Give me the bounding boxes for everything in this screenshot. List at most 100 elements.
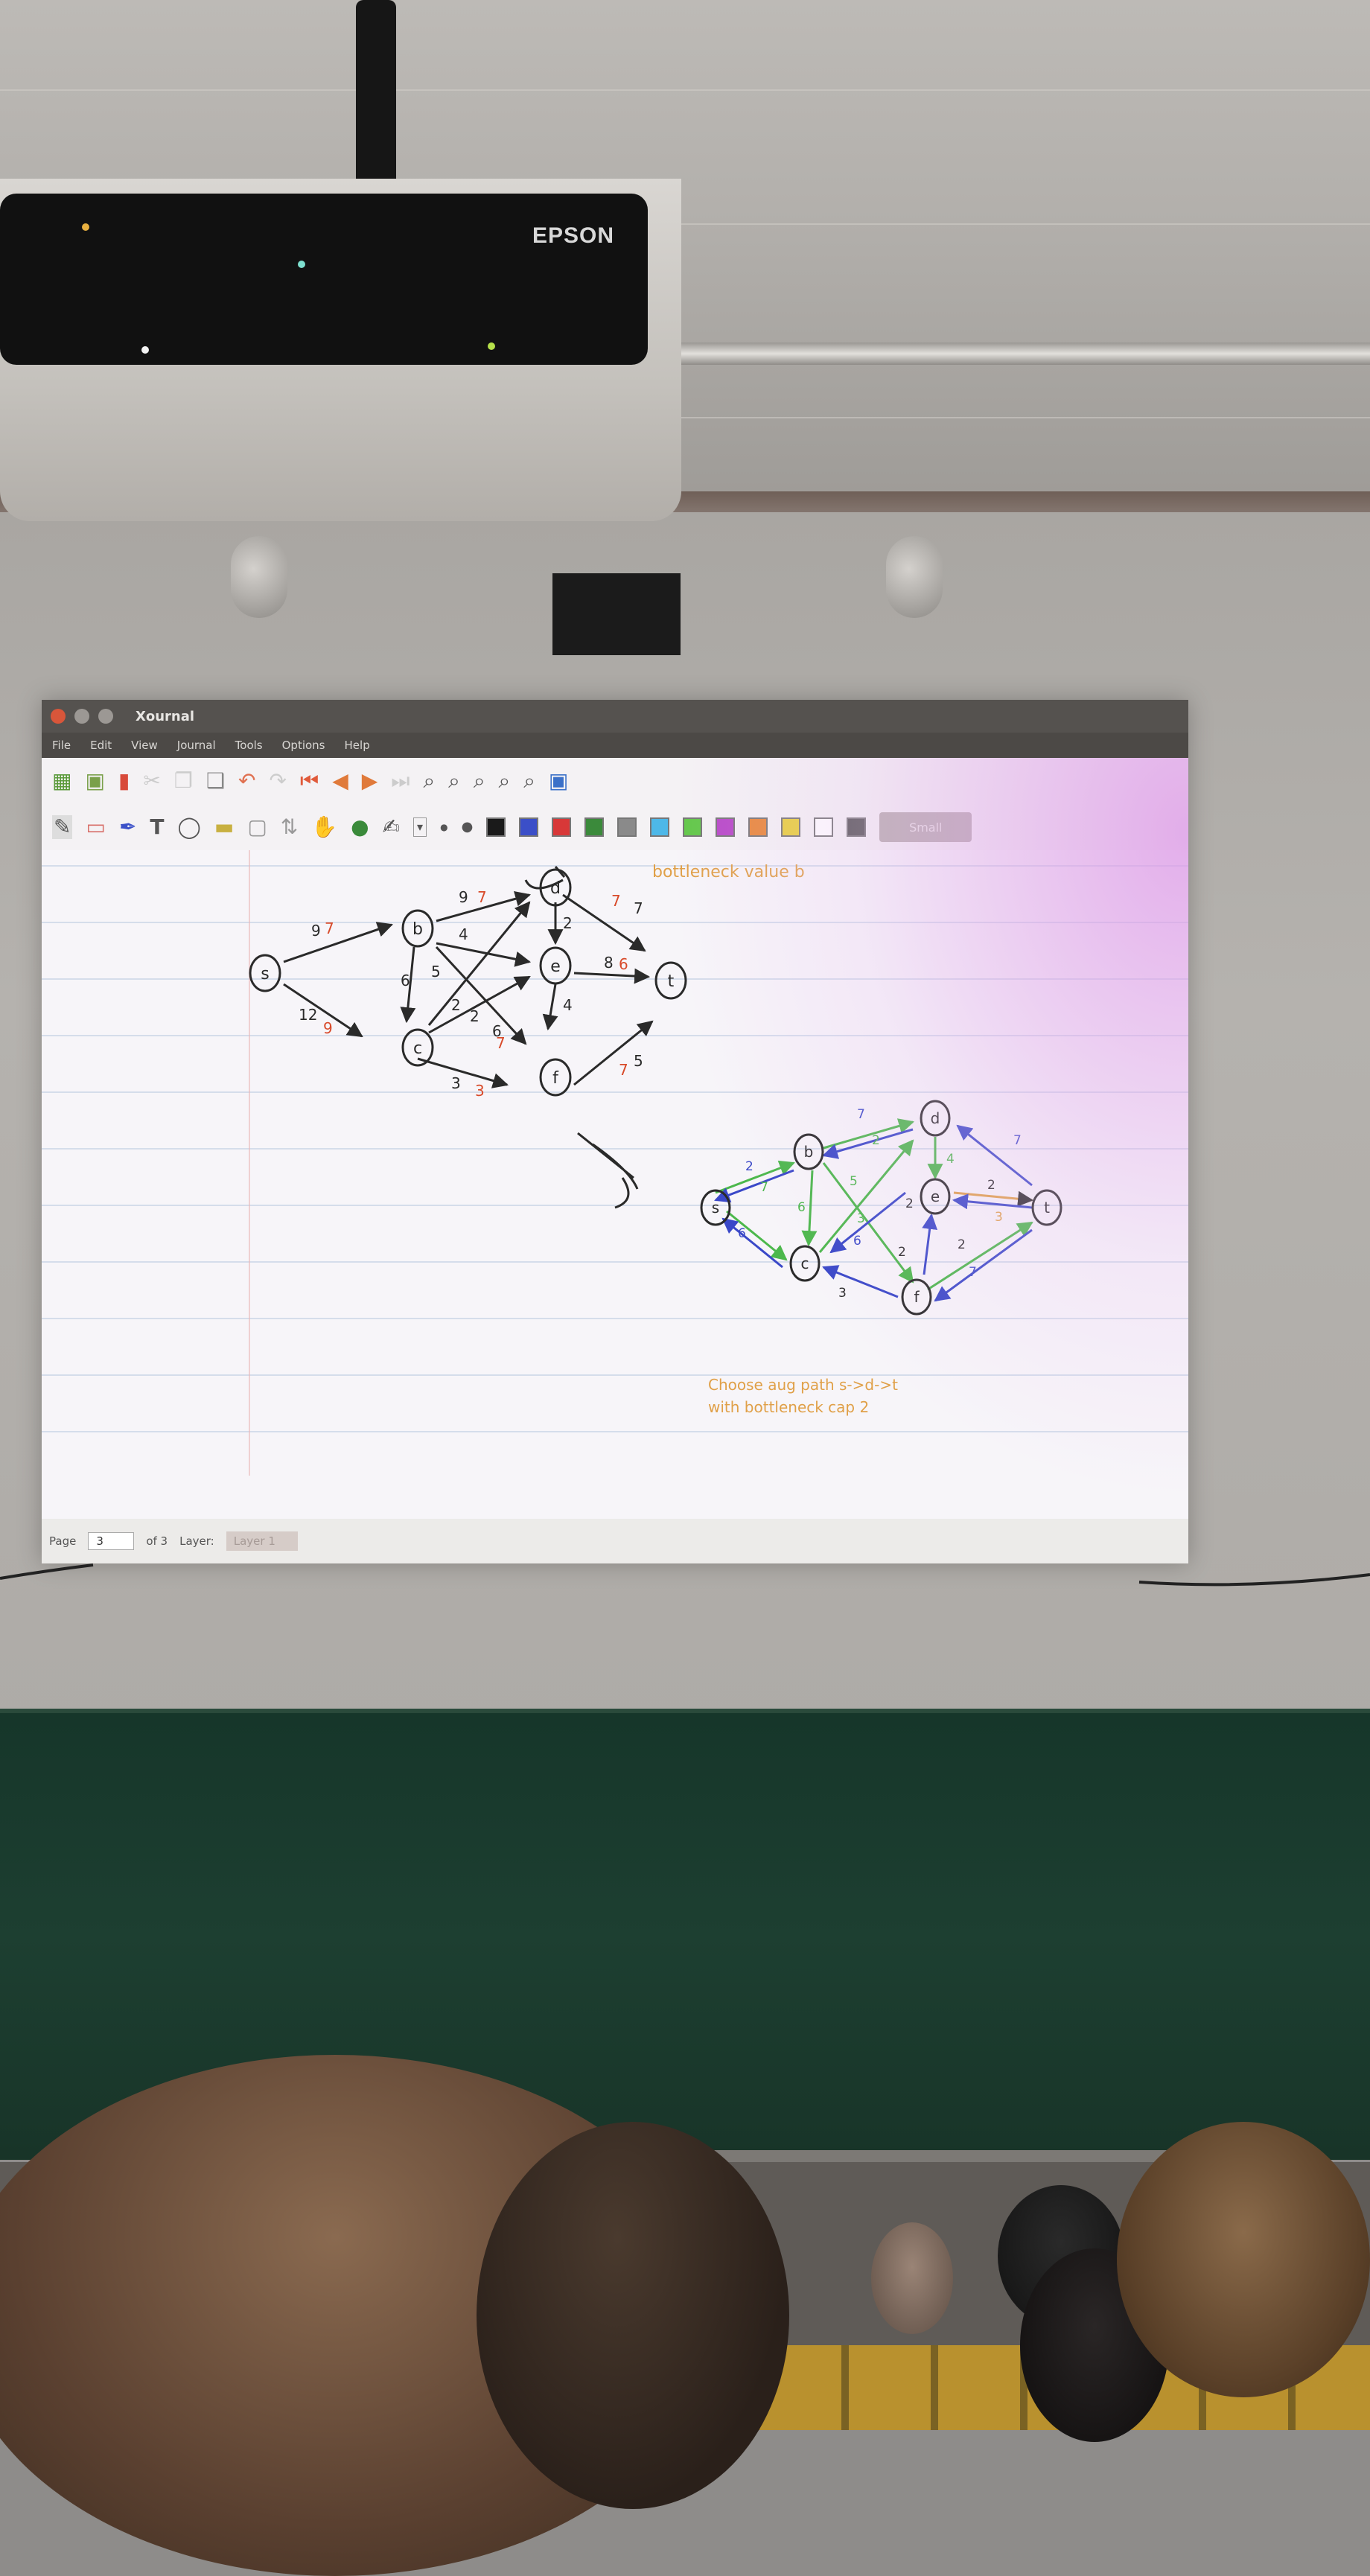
last-page-icon[interactable]: ⏭ xyxy=(391,768,410,793)
svg-text:5: 5 xyxy=(850,1174,858,1189)
paste-icon[interactable]: ❑ xyxy=(206,768,226,793)
color-swatch-blue[interactable] xyxy=(519,817,539,837)
svg-text:2: 2 xyxy=(470,1007,480,1025)
journal-page[interactable]: bottleneck value b xyxy=(42,850,1188,1476)
hand-tool-icon[interactable]: ✋ xyxy=(311,814,338,839)
zoom-normal-icon[interactable]: ⌕ xyxy=(473,768,485,793)
layer-select[interactable]: Layer 1 xyxy=(226,1531,298,1551)
previous-page-icon[interactable]: ◀ xyxy=(332,768,348,793)
wall-camera xyxy=(552,573,681,655)
color-swatch-yellow[interactable] xyxy=(781,817,801,837)
svg-text:2: 2 xyxy=(563,914,573,932)
vertical-space-icon[interactable]: ⇅ xyxy=(280,814,299,839)
menu-view[interactable]: View xyxy=(131,739,158,752)
pen-size-select[interactable]: Small xyxy=(879,812,972,842)
window-titlebar: Xournal xyxy=(42,700,1188,733)
menu-bar: File Edit View Journal Tools Options Hel… xyxy=(42,733,1188,758)
color-swatch-magenta[interactable] xyxy=(716,817,736,837)
status-bar: Page 3 of 3 Layer: Layer 1 xyxy=(42,1519,1188,1563)
svg-text:b: b xyxy=(412,920,423,939)
svg-text:7: 7 xyxy=(611,892,621,910)
eraser-tool-icon[interactable]: ▭ xyxy=(86,814,106,839)
svg-text:4: 4 xyxy=(946,1152,955,1167)
zoom-out-icon[interactable]: ⌕ xyxy=(423,768,436,793)
text-tool-icon[interactable]: T xyxy=(150,814,165,839)
pen-tool-icon[interactable]: ✎ xyxy=(52,814,73,839)
undo-icon[interactable]: ↶ xyxy=(238,768,256,793)
window-title: Xournal xyxy=(136,708,195,724)
medium-size-icon[interactable]: ● xyxy=(461,819,474,835)
svg-text:5: 5 xyxy=(431,963,441,981)
redo-icon[interactable]: ↷ xyxy=(269,768,287,793)
svg-text:c: c xyxy=(801,1254,809,1272)
color-swatch-dark-gray[interactable] xyxy=(847,817,867,837)
zoom-in-icon[interactable]: ⌕ xyxy=(448,768,460,793)
graph2-nodes xyxy=(700,1100,1062,1316)
svg-text:2: 2 xyxy=(872,1133,880,1148)
default-pen-icon[interactable]: ● xyxy=(351,814,369,839)
cut-icon[interactable]: ✂ xyxy=(143,768,161,793)
copy-icon[interactable]: ❐ xyxy=(173,768,193,793)
svg-text:s: s xyxy=(712,1199,719,1217)
menu-help[interactable]: Help xyxy=(344,739,370,752)
save-icon[interactable]: ▦ xyxy=(52,768,72,793)
ceiling-panel-line xyxy=(0,417,1370,418)
svg-text:6: 6 xyxy=(401,972,410,989)
audience-head xyxy=(1117,2122,1370,2397)
svg-text:7: 7 xyxy=(496,1034,506,1052)
color-swatch-light-blue[interactable] xyxy=(650,817,670,837)
shape-recognizer-icon[interactable]: ◯ xyxy=(177,814,201,839)
fullscreen-icon[interactable]: ▣ xyxy=(548,768,569,793)
color-swatch-orange[interactable] xyxy=(748,817,768,837)
highlighter-tool-icon[interactable]: ✒ xyxy=(118,814,137,839)
next-page-icon[interactable]: ▶ xyxy=(361,768,378,793)
color-swatch-white[interactable] xyxy=(814,817,834,837)
svg-text:f: f xyxy=(552,1069,559,1088)
color-swatch-gray[interactable] xyxy=(617,817,637,837)
svg-text:3: 3 xyxy=(838,1286,847,1301)
open-file-icon[interactable]: ▮ xyxy=(118,768,130,793)
menu-options[interactable]: Options xyxy=(281,739,325,752)
wall-speaker-left xyxy=(231,536,287,618)
color-swatch-red[interactable] xyxy=(552,817,572,837)
svg-text:2: 2 xyxy=(451,996,461,1014)
minimize-window-button[interactable] xyxy=(74,709,89,724)
svg-text:6: 6 xyxy=(797,1200,806,1215)
color-swatch-green[interactable] xyxy=(584,817,605,837)
color-swatch-light-green[interactable] xyxy=(683,817,703,837)
svg-text:4: 4 xyxy=(459,925,468,943)
svg-text:3: 3 xyxy=(857,1211,865,1226)
svg-text:s: s xyxy=(261,965,269,983)
pen-width-dropdown-icon[interactable]: ▾ xyxy=(413,817,427,837)
menu-edit[interactable]: Edit xyxy=(90,739,112,752)
menu-file[interactable]: File xyxy=(52,739,71,752)
select-rectangle-icon[interactable]: ▢ xyxy=(247,814,267,839)
svg-text:d: d xyxy=(931,1109,940,1127)
main-toolbar: ▦ ▣ ▮ ✂ ❐ ❑ ↶ ↷ ⏮ ◀ ▶ ⏭ ⌕ ⌕ ⌕ ⌕ ⌕ ▣ xyxy=(42,758,1188,804)
svg-text:t: t xyxy=(1044,1199,1050,1217)
default-tool-icon[interactable]: ✍ xyxy=(382,814,401,839)
svg-text:3: 3 xyxy=(995,1210,1003,1225)
first-page-icon[interactable]: ⏮ xyxy=(299,768,319,793)
projector-led xyxy=(82,223,89,231)
thin-size-icon[interactable]: ● xyxy=(440,822,448,832)
page-number-input[interactable]: 3 xyxy=(88,1532,135,1550)
menu-journal[interactable]: Journal xyxy=(176,739,216,752)
zoom-page-width-icon[interactable]: ⌕ xyxy=(498,768,511,793)
svg-text:d: d xyxy=(550,879,561,898)
checkmark-scribble xyxy=(524,866,566,890)
color-swatch-black[interactable] xyxy=(486,817,506,837)
new-file-icon[interactable]: ▣ xyxy=(85,768,105,793)
maximize-window-button[interactable] xyxy=(98,709,113,724)
svg-text:7: 7 xyxy=(477,888,487,906)
menu-tools[interactable]: Tools xyxy=(235,739,263,752)
zoom-set-icon[interactable]: ⌕ xyxy=(523,768,535,793)
svg-text:b: b xyxy=(804,1143,814,1161)
svg-text:7: 7 xyxy=(325,919,334,937)
svg-text:12: 12 xyxy=(299,1006,317,1024)
svg-text:9: 9 xyxy=(323,1019,333,1037)
svg-text:4: 4 xyxy=(563,996,573,1014)
transform-arrow xyxy=(577,1132,639,1209)
ruler-icon[interactable]: ▬ xyxy=(214,814,235,839)
close-window-button[interactable] xyxy=(51,709,66,724)
